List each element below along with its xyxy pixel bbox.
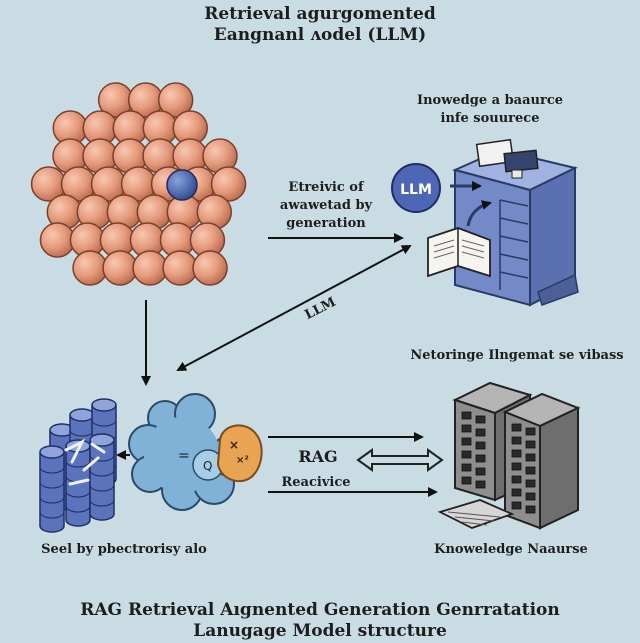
cylinder-band <box>89 469 115 477</box>
rack-slot <box>461 463 472 472</box>
cylinder-band <box>39 496 65 504</box>
open-book-icon <box>427 227 491 278</box>
left-bottom-label: Seel by pbectrorisy alo <box>41 542 207 557</box>
rack-slot <box>525 492 536 501</box>
cylinder-top <box>89 433 115 447</box>
diagram-footer: RAG Retrieval Aıgnented Generation Genrr… <box>40 600 600 643</box>
rack-slot <box>525 466 536 475</box>
network-label: Netoringe Ilngemat se vibass <box>410 348 623 363</box>
rack-slot <box>511 462 522 471</box>
x-glyph: × <box>229 438 239 452</box>
right-bottom-label: Knoweledge Naaurse <box>434 542 588 557</box>
cylinder-band <box>65 460 91 468</box>
rack-slot <box>511 475 522 484</box>
rack-slot <box>461 411 472 420</box>
query-cloud: = Q × ×² <box>128 393 263 511</box>
rack-slot <box>475 415 486 424</box>
rack-slot <box>475 454 486 463</box>
rack-slot <box>475 480 486 489</box>
database-cylinders <box>39 398 117 533</box>
cylinder-band <box>89 484 115 492</box>
cylinder-band <box>39 466 65 474</box>
sphere-ball <box>39 222 76 258</box>
double-arrow-icon <box>356 448 444 472</box>
rack-slot <box>475 428 486 437</box>
rack-slot <box>525 427 536 436</box>
llm-arrow-label: LLM <box>302 295 338 323</box>
database-cylinder <box>65 446 91 527</box>
center-label-line-1: Etreivic of <box>288 180 365 195</box>
x-glyph-small: ×² <box>236 455 249 466</box>
center-label-line-2: awawetad by <box>280 198 373 213</box>
keyboard-icon <box>437 499 515 529</box>
rack-slot <box>475 441 486 450</box>
rack-slot <box>525 440 536 449</box>
center-label-line-3: generation <box>286 216 366 231</box>
rag-label: RAG <box>298 447 337 466</box>
sphere-ball <box>210 166 247 202</box>
rack-slot <box>511 423 522 432</box>
core-node <box>166 169 198 201</box>
cylinder-band <box>89 454 115 462</box>
cylinder-band <box>65 505 91 513</box>
rack-slot <box>511 449 522 458</box>
rack-slot <box>461 450 472 459</box>
source-label-line-1: Inowedge a baaurce <box>417 93 563 108</box>
cylinder-band <box>39 481 65 489</box>
equals-glyph: = <box>178 448 190 464</box>
rack-slot <box>525 453 536 462</box>
llm-circle: LLM <box>391 163 441 213</box>
llm-circle-label: LLM <box>400 182 432 198</box>
q-glyph: Q <box>203 459 212 473</box>
cylinder-band <box>89 499 115 507</box>
title-line-2: Eangnanl ᴧodel (LLM) <box>213 25 427 46</box>
sphere-ball <box>162 250 198 286</box>
title-line-1: Retrieval agurgomented <box>204 4 436 24</box>
rack-slot <box>511 436 522 445</box>
sphere-ball <box>102 250 138 286</box>
cylinder-top <box>39 445 65 459</box>
sphere-cluster <box>30 82 247 286</box>
cylinder-top <box>69 408 95 422</box>
source-label-line-2: infe souurece <box>441 111 540 126</box>
footer-line-2: Lanugage Model structure <box>193 621 447 642</box>
cylinder-band <box>91 419 117 427</box>
arrow-llm-diagonal <box>176 245 412 371</box>
rack-slot <box>461 437 472 446</box>
rack-slot <box>525 479 536 488</box>
knowledge-source-server <box>427 138 579 307</box>
rack-slot <box>461 476 472 485</box>
sphere-ball <box>132 250 168 286</box>
rack-slot <box>511 488 522 497</box>
server-racks <box>437 381 581 530</box>
rack-slot <box>511 501 522 510</box>
reacivice-label: Reacivice <box>281 475 350 490</box>
cylinder-top <box>91 398 117 412</box>
cylinder-band <box>39 511 65 519</box>
cylinder-band <box>65 490 91 498</box>
diagram-title: Retrieval agurgomented Eangnanl ᴧodel (L… <box>120 4 520 47</box>
sphere-ball <box>192 250 228 286</box>
sphere-ball <box>72 250 108 286</box>
database-cylinder <box>39 452 65 533</box>
footer-line-1: RAG Retrieval Aıgnented Generation Genrr… <box>80 600 560 620</box>
sphere-ball <box>157 82 194 118</box>
rack-slot <box>525 505 536 514</box>
rack-slot <box>475 467 486 476</box>
rack-slot <box>461 424 472 433</box>
